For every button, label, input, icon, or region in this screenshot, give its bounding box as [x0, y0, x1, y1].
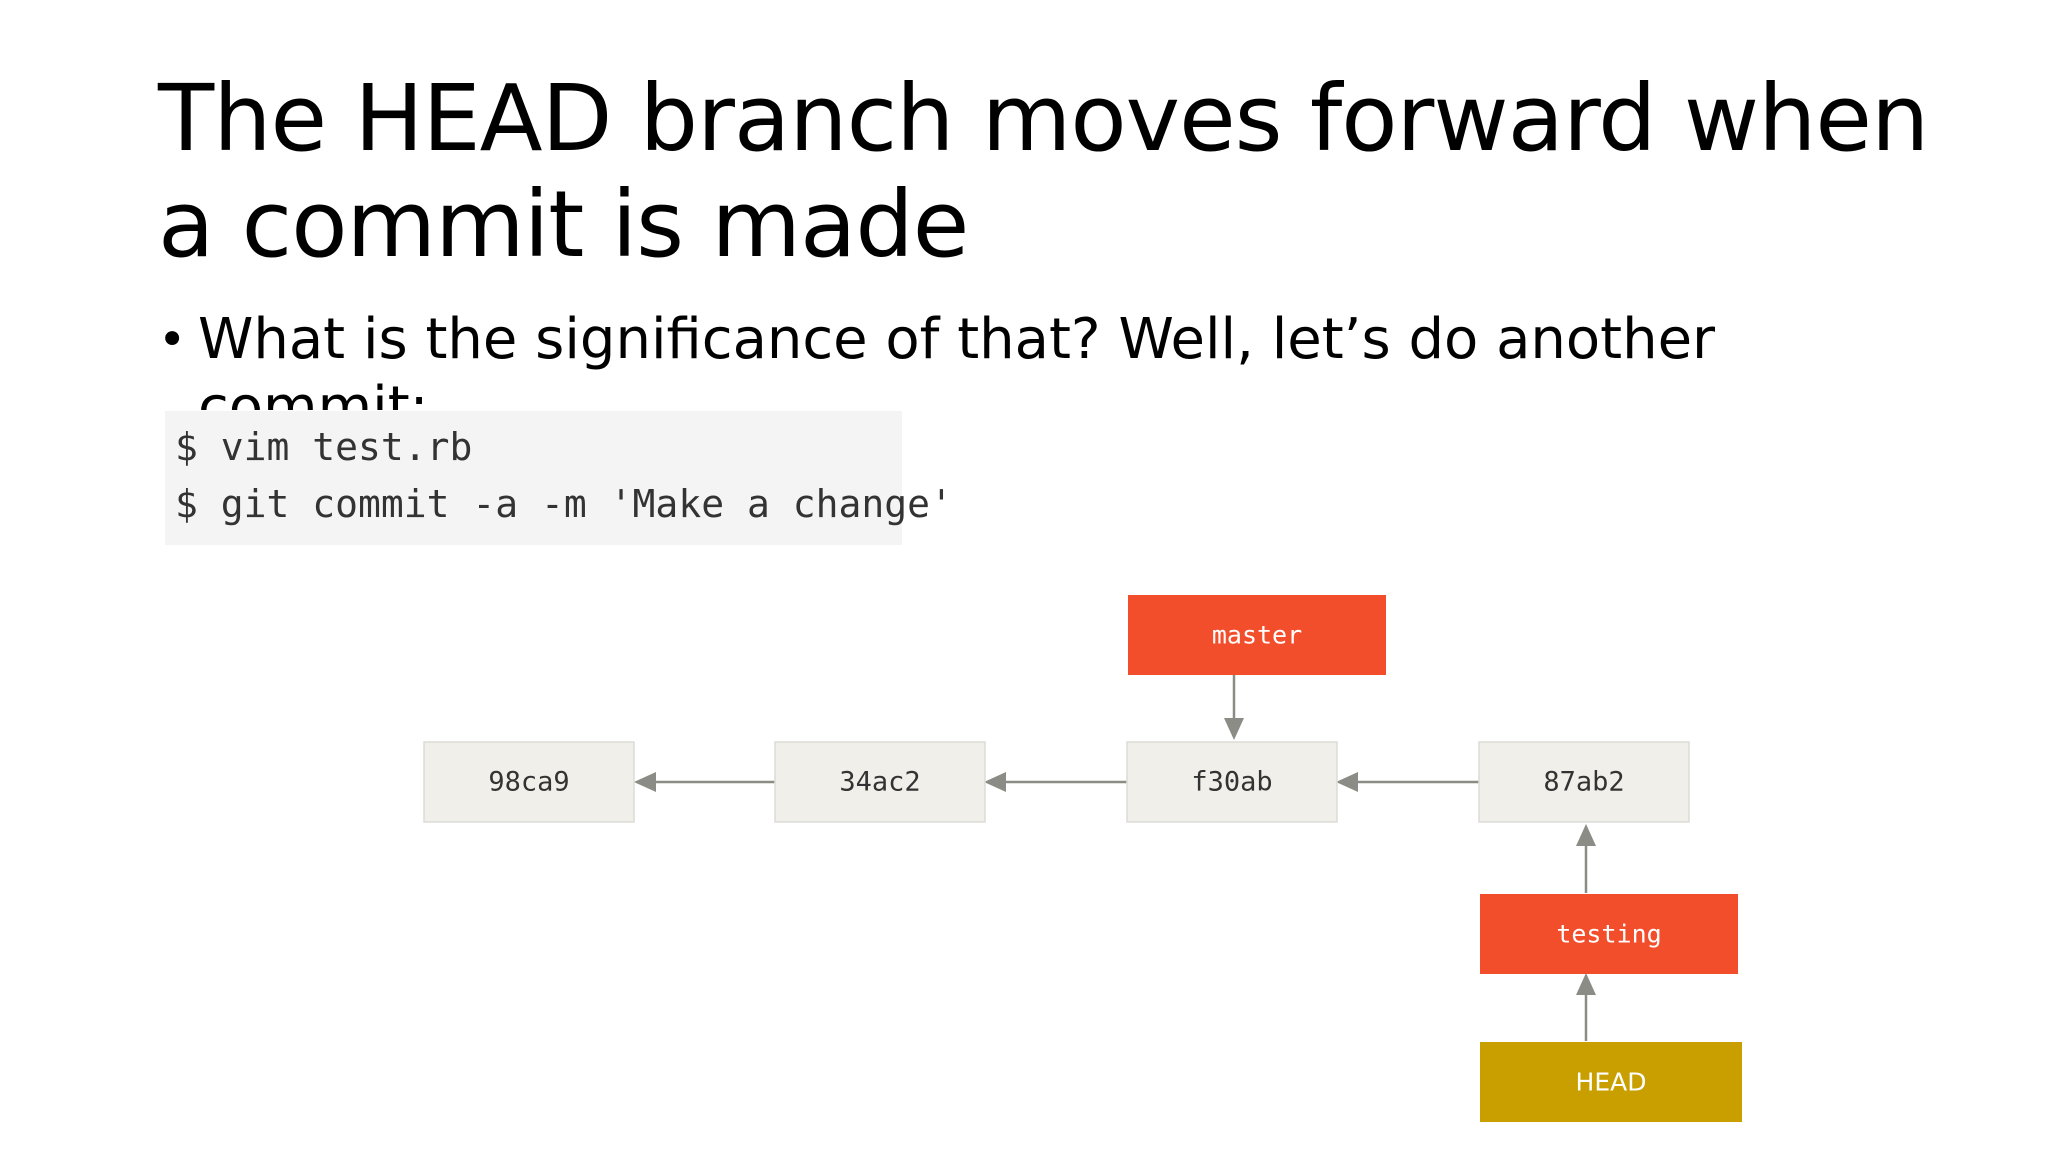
commit-node-87ab2: 87ab2: [1478, 741, 1690, 823]
arrowhead-testing: [1576, 824, 1596, 846]
branch-label-master: master: [1212, 621, 1302, 650]
arrowhead-f30ab: [1336, 772, 1358, 792]
head-label: HEAD: [1576, 1068, 1647, 1097]
bullet-list: • What is the significance of that? Well…: [158, 306, 1918, 410]
commit-label: 98ca9: [488, 767, 569, 798]
commit-node-f30ab: f30ab: [1126, 741, 1338, 823]
arrowhead-34ac2: [984, 772, 1006, 792]
bullet-text: What is the significance of that? Well, …: [198, 307, 1716, 410]
commit-node-34ac2: 34ac2: [774, 741, 986, 823]
bullet-dot-icon: •: [158, 312, 187, 368]
commit-label: 87ab2: [1543, 767, 1624, 798]
commit-label: 34ac2: [839, 767, 920, 798]
arrowhead-98ca9: [634, 772, 656, 792]
head-pointer: HEAD: [1480, 1042, 1742, 1122]
commit-label: f30ab: [1191, 767, 1272, 798]
code-line-1: $ vim test.rb: [175, 425, 473, 469]
branch-master: master: [1128, 595, 1386, 675]
arrowhead-head: [1576, 973, 1596, 995]
branch-label-testing: testing: [1556, 920, 1661, 949]
arrowhead-master: [1224, 718, 1244, 740]
slide-title: The HEAD branch moves forward when a com…: [158, 65, 1929, 278]
commit-node-98ca9: 98ca9: [423, 741, 635, 823]
bullet-item: • What is the significance of that? Well…: [158, 306, 1918, 410]
branch-testing: testing: [1480, 894, 1738, 974]
